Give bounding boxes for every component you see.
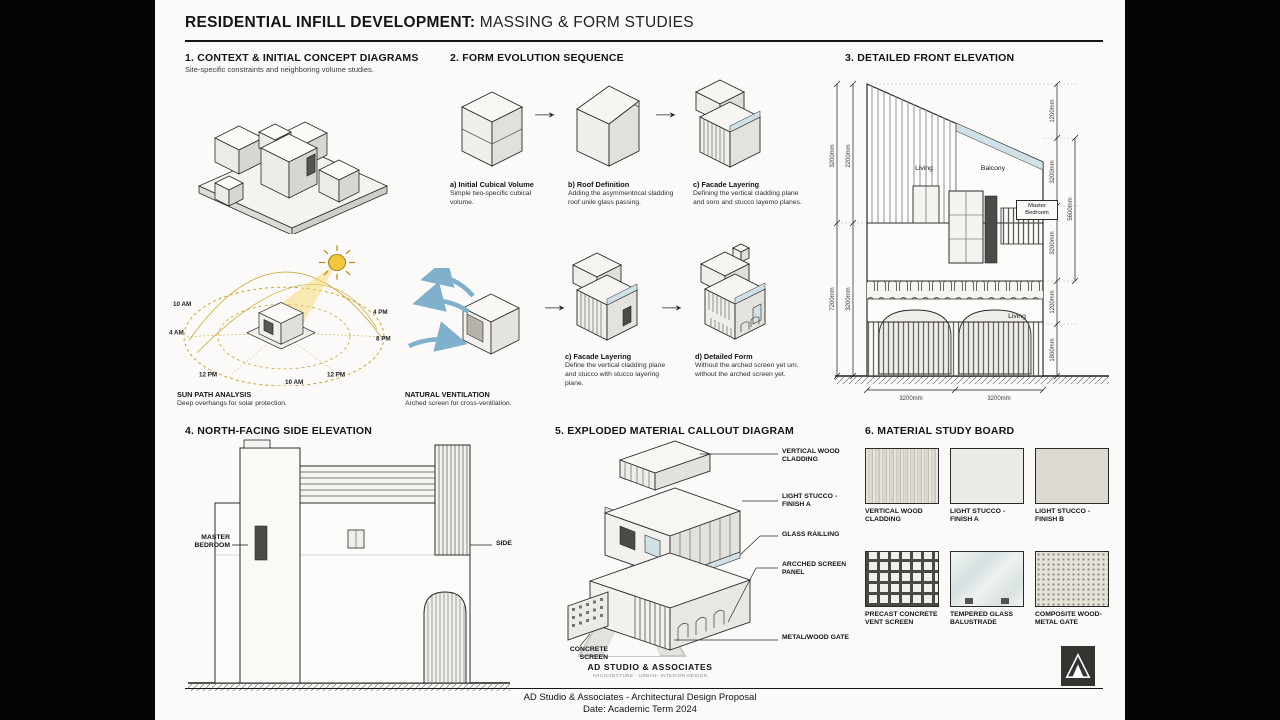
dim-label: 1200mm (1050, 290, 1056, 313)
material-label: PRECAST CONCRETE VENT SCREEN (865, 611, 938, 627)
callout-metal-wood-gate: METAL/WOOD GATE (782, 634, 849, 641)
dim-label: 3200mm (1050, 231, 1056, 254)
arrow-icon: → (538, 295, 571, 316)
dim-label: 2200mm (846, 144, 852, 167)
form-step-d-diagram (699, 243, 767, 340)
room-label-master-bedroom: Master Bedroom (1016, 200, 1058, 220)
section2-heading: 2. FORM EVOLUTION SEQUENCE (450, 52, 624, 64)
sun-icon (328, 253, 346, 272)
step-c-caption: Defining the vertical cladding plane and… (693, 190, 802, 206)
step-a-label: a) Initial Cubical Volume (450, 180, 534, 189)
dim-label: 3200mm (846, 287, 852, 310)
callout-vertical-wood-cladding: VERTICAL WOOD CLADDING (782, 448, 840, 464)
callout-light-stucco-a: LIGHT STUCCO - FINISH A (782, 493, 838, 509)
time-label: 4 PM (373, 309, 388, 316)
footer-line2: Date: Academic Term 2024 (583, 704, 697, 715)
dim-label: 3200mm (987, 396, 1010, 402)
studio-logo-mark (1061, 646, 1095, 686)
step-b-label: b) Roof Definition (568, 180, 630, 189)
section1-subheading: Site-specific constraints and neighborin… (185, 65, 374, 74)
sun-path-caption: Deep overhangs for solar protection. (177, 400, 287, 407)
material-label: VERTICAL WOOD CLADDING (865, 508, 923, 524)
glass-clamp (965, 598, 973, 604)
page-title: RESIDENTIAL INFILL DEVELOPMENT: MASSING … (185, 14, 694, 32)
step-b-caption: Adding the asymmentrical sladding roof u… (568, 190, 674, 206)
studio-tagline: ARCHITECTURE - URBAN- INTERIOR DESIGN (592, 673, 708, 678)
arrow-icon: → (649, 102, 682, 123)
time-label: 10 AM (173, 301, 191, 308)
step-c2-label: c) Facade Layering (565, 352, 632, 361)
time-label: 12 PM (199, 372, 217, 379)
dim-label: 3200mm (1050, 160, 1056, 183)
glass-clamp (1001, 598, 1009, 604)
room-label-balcony: Balcony (981, 165, 1006, 172)
arrow-icon: → (655, 295, 688, 316)
footer-rule (185, 688, 1103, 689)
dim-label: 5600mm (1068, 197, 1074, 220)
step-d-caption: Without the arched screen yet um. withou… (695, 362, 799, 378)
studio-name: AD STUDIO & ASSOCIATES (587, 662, 713, 672)
step-d-label: d) Detailed Form (695, 352, 753, 361)
dim-label: 1800mm (1050, 338, 1056, 361)
presentation-board: RESIDENTIAL INFILL DEVELOPMENT: MASSING … (155, 0, 1125, 720)
time-label: 10 AM (285, 379, 303, 386)
material-swatch-tempered-glass (950, 551, 1024, 607)
callout-glass-railing: GLASS RAILLING (782, 531, 840, 538)
material-swatch-stucco-b (1035, 448, 1109, 504)
time-label: 8 PM (376, 336, 391, 343)
form-step-c-diagram (694, 79, 762, 168)
callout-arched-screen-panel: ARCCHED SCREEN PANEL (782, 561, 847, 577)
dim-label: 3200mm (830, 144, 836, 167)
section5-heading: 5. EXPLODED MATERIAL CALLOUT DIAGRAM (555, 425, 794, 437)
side-elevation-drawing (188, 439, 510, 691)
left-black-bar (0, 0, 155, 720)
exploded-axon-drawing (567, 440, 778, 651)
form-step-b-diagram (576, 85, 640, 167)
step-c-label: c) Facade Layering (693, 180, 760, 189)
section4-heading: 4. NORTH-FACING SIDE ELEVATION (185, 425, 373, 437)
section3-heading: 3. DETAILED FRONT ELEVATION (845, 52, 1015, 64)
context-massing-diagram (198, 121, 388, 234)
step-c2-caption: Define the vertical cladding plane and s… (565, 362, 666, 387)
time-label: 4 AM (169, 330, 184, 337)
form-step-c2-diagram (571, 252, 639, 341)
callout-concrete-screen: CONCRETE SCREEN (569, 646, 608, 662)
arrow-icon: → (528, 102, 561, 123)
room-label-living-upper: Living (915, 165, 933, 172)
sun-path-title: SUN PATH ANALYSIS (177, 390, 252, 399)
side-label-side: SIDE (496, 540, 512, 547)
dim-label: 1200mm (1050, 99, 1056, 122)
ventilation-title: NATURAL VENTILATION (405, 390, 490, 399)
section1-heading: 1. CONTEXT & INITIAL CONCEPT DIAGRAMS (185, 52, 419, 64)
page-title-bold: RESIDENTIAL INFILL DEVELOPMENT: (185, 14, 476, 31)
material-label: COMPOSITE WOOD-METAL GATE (1035, 611, 1102, 627)
material-swatch-stucco-a (950, 448, 1024, 504)
sun-path-diagram: 10 AM 4 PM 4 AM 8 PM 12 PM 10 AM 12 PM (169, 245, 391, 386)
material-swatch-vent-screen (865, 551, 939, 607)
time-label: 12 PM (327, 372, 345, 379)
dim-label: 3200mm (899, 396, 922, 402)
material-swatch-composite-gate (1035, 551, 1109, 607)
side-label-master-bedroom: MASTER BEDROOM (194, 534, 231, 550)
material-label: TEMPERED GLASS BALUSTRADE (950, 611, 1014, 627)
form-step-a-diagram (460, 91, 524, 167)
material-swatch-wood-cladding (865, 448, 939, 504)
exploded-diagram-panel: VERTICAL WOOD CLADDING LIGHT STUCCO - FI… (550, 438, 862, 690)
front-elevation-drawing: 2200mm 3200mm 3200mm 7200mm 1200mm 3200m… (830, 80, 1109, 402)
page-title-regular: MASSING & FORM STUDIES (479, 14, 694, 31)
studio-signature: AD STUDIO & ASSOCIATES ARCHITECTURE - UR… (560, 662, 740, 678)
side-elevation-panel: MASTER BEDROOM SIDE (180, 438, 545, 693)
material-label: LIGHT STUCCO - FINISH B (1035, 508, 1091, 524)
title-rule (185, 40, 1103, 42)
material-label: LIGHT STUCCO - FINISH A (950, 508, 1006, 524)
dim-label: 7200mm (830, 287, 836, 310)
right-black-bar (1125, 0, 1280, 720)
natural-ventilation-diagram (408, 268, 520, 355)
section6-heading: 6. MATERIAL STUDY BOARD (865, 425, 1015, 437)
triangle-logo-icon (1065, 653, 1091, 678)
ventilation-caption: Arched screen for cross-ventilation. (405, 400, 512, 407)
footer-line1: AD Studio & Associates - Architectural D… (523, 692, 757, 703)
step-a-caption: Simple two-specific cubical volume. (450, 190, 532, 206)
room-label-living-lower: Living (1008, 313, 1026, 320)
